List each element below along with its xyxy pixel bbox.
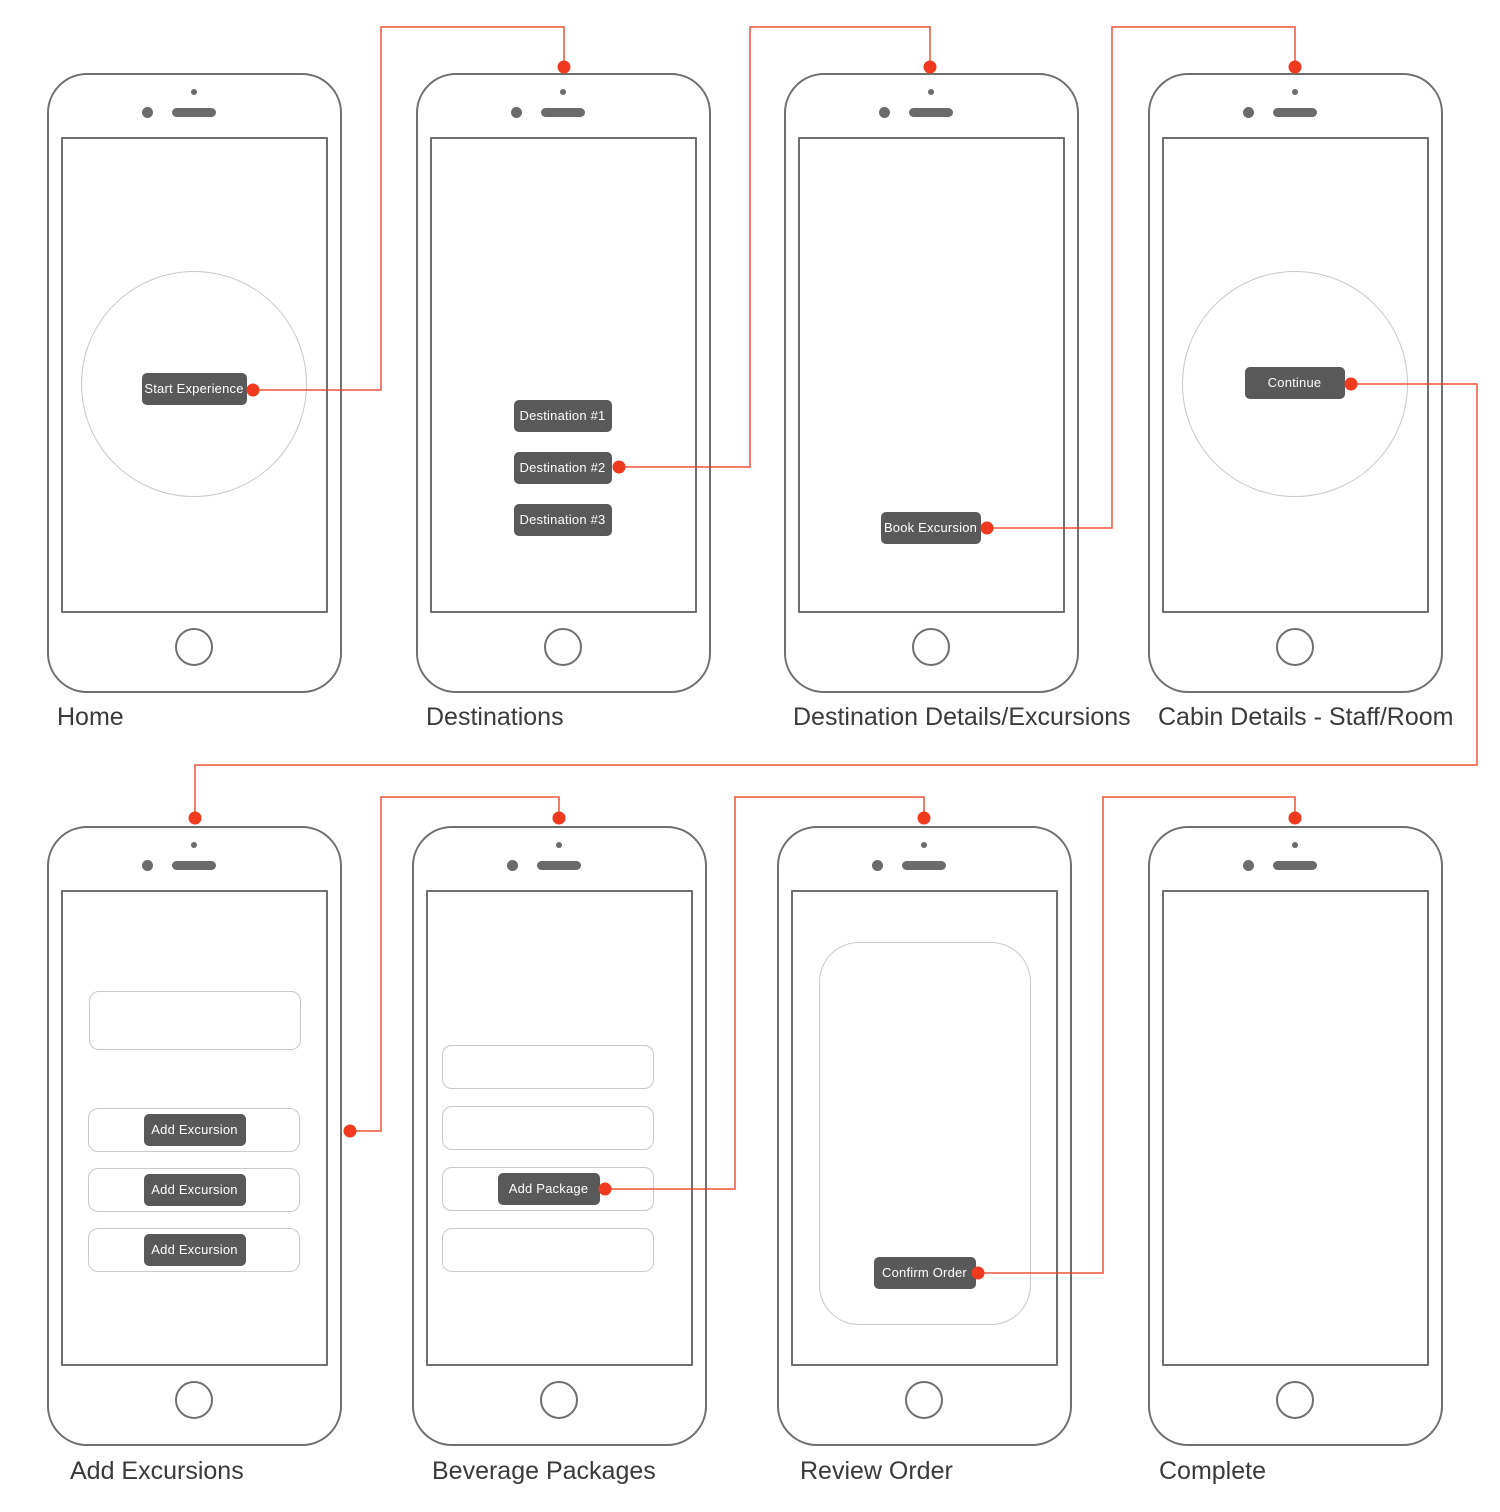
screen-title-review-order: Review Order xyxy=(800,1457,953,1485)
speaker-icon xyxy=(1273,108,1317,117)
screen-title-home: Home xyxy=(57,703,124,731)
screen-title-complete: Complete xyxy=(1159,1457,1266,1485)
proximity-sensor-dot xyxy=(1292,842,1298,848)
phone-destination-details: Book Excursion xyxy=(784,73,1079,693)
home-button[interactable] xyxy=(1276,1381,1314,1419)
phone-review-order: Confirm Order xyxy=(777,826,1072,1446)
speaker-icon xyxy=(172,861,216,870)
excursion-row: Add Excursion xyxy=(87,1107,300,1152)
connector-endpoint-dot xyxy=(188,811,202,825)
home-button[interactable] xyxy=(175,1381,213,1419)
speaker-icon xyxy=(902,861,946,870)
camera-icon xyxy=(872,860,883,871)
proximity-sensor-dot xyxy=(560,89,566,95)
screen-title-destination-details: Destination Details/Excursions xyxy=(793,703,1131,731)
phone-complete xyxy=(1148,826,1443,1446)
package-row: Add Package xyxy=(441,1166,654,1211)
screen-title-beverage-packages: Beverage Packages xyxy=(432,1457,656,1485)
confirm-order-button[interactable]: Confirm Order xyxy=(873,1256,976,1289)
add-excursion-button[interactable]: Add Excursion xyxy=(143,1173,246,1206)
proximity-sensor-dot xyxy=(191,89,197,95)
home-button[interactable] xyxy=(1276,628,1314,666)
camera-icon xyxy=(879,107,890,118)
excursion-row: Add Excursion xyxy=(87,1167,300,1212)
speaker-icon xyxy=(1273,861,1317,870)
connector-endpoint-dot xyxy=(557,60,571,74)
destinations-screen: Destination #1 Destination #2 Destinatio… xyxy=(429,136,697,613)
proximity-sensor-dot xyxy=(921,842,927,848)
home-screen: Start Experience xyxy=(60,136,328,613)
speaker-icon xyxy=(909,108,953,117)
excursion-header-placeholder xyxy=(88,990,301,1050)
review-order-screen: Confirm Order xyxy=(790,889,1058,1366)
speaker-icon xyxy=(537,861,581,870)
add-package-button[interactable]: Add Package xyxy=(497,1172,600,1205)
camera-icon xyxy=(1243,107,1254,118)
destination-1-button[interactable]: Destination #1 xyxy=(513,399,612,432)
excursion-row: Add Excursion xyxy=(87,1227,300,1272)
destination-3-button[interactable]: Destination #3 xyxy=(513,503,612,536)
start-experience-button[interactable]: Start Experience xyxy=(141,372,247,405)
speaker-icon xyxy=(541,108,585,117)
home-button[interactable] xyxy=(905,1381,943,1419)
destination-2-button[interactable]: Destination #2 xyxy=(513,451,612,484)
home-button[interactable] xyxy=(175,628,213,666)
camera-icon xyxy=(1243,860,1254,871)
home-button[interactable] xyxy=(540,1381,578,1419)
phone-destinations: Destination #1 Destination #2 Destinatio… xyxy=(416,73,711,693)
connector-endpoint-dot xyxy=(1288,811,1302,825)
beverage-packages-screen: Add Package xyxy=(425,889,693,1366)
connector-endpoint-dot xyxy=(552,811,566,825)
screen-title-cabin-details: Cabin Details - Staff/Room xyxy=(1158,703,1454,731)
proximity-sensor-dot xyxy=(556,842,562,848)
camera-icon xyxy=(507,860,518,871)
cabin-details-screen: Continue xyxy=(1161,136,1429,613)
screen-title-add-excursions: Add Excursions xyxy=(70,1457,244,1485)
package-row xyxy=(441,1044,654,1089)
home-button[interactable] xyxy=(912,628,950,666)
proximity-sensor-dot xyxy=(1292,89,1298,95)
proximity-sensor-dot xyxy=(191,842,197,848)
connector-endpoint-dot xyxy=(917,811,931,825)
complete-screen xyxy=(1161,889,1429,1366)
screen-title-destinations: Destinations xyxy=(426,703,564,731)
connector-endpoint-dot xyxy=(923,60,937,74)
connector-endpoint-dot xyxy=(343,1124,357,1138)
proximity-sensor-dot xyxy=(928,89,934,95)
home-button[interactable] xyxy=(544,628,582,666)
phone-home: Start Experience xyxy=(47,73,342,693)
camera-icon xyxy=(142,107,153,118)
destination-details-screen: Book Excursion xyxy=(797,136,1065,613)
connector-endpoint-dot xyxy=(1288,60,1302,74)
phone-add-excursions: Add Excursion Add Excursion Add Excursio… xyxy=(47,826,342,1446)
book-excursion-button[interactable]: Book Excursion xyxy=(880,511,981,544)
add-excursions-screen: Add Excursion Add Excursion Add Excursio… xyxy=(60,889,328,1366)
speaker-icon xyxy=(172,108,216,117)
continue-button[interactable]: Continue xyxy=(1244,366,1345,399)
phone-cabin-details: Continue xyxy=(1148,73,1443,693)
add-excursion-button[interactable]: Add Excursion xyxy=(143,1233,246,1266)
camera-icon xyxy=(142,860,153,871)
add-excursion-button[interactable]: Add Excursion xyxy=(143,1113,246,1146)
camera-icon xyxy=(511,107,522,118)
phone-beverage-packages: Add Package xyxy=(412,826,707,1446)
package-row xyxy=(441,1105,654,1150)
package-row xyxy=(441,1227,654,1272)
